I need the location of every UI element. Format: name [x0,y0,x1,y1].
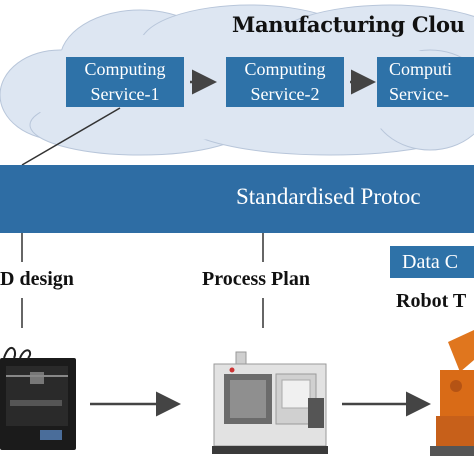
industrial-robot-icon [430,330,474,456]
service-1-line2: Service-1 [90,84,160,104]
connector-service1-band [21,107,121,166]
design-label: D design [0,268,74,290]
cnc-machine-icon [212,351,328,454]
protocol-band [0,165,474,233]
service-2-line1: Computing [244,59,326,79]
service-2-line2: Service-2 [250,84,320,104]
process-plan-label: Process Plan [202,268,310,290]
computing-service-2: Computing Service-2 [226,57,344,107]
service-3-line2: Service- [389,84,449,104]
computing-service-1: Computing Service-1 [66,57,184,107]
data-box: Data C [390,246,474,278]
service-3-line1: Computi [389,59,453,79]
computing-service-3: Computi Service- [377,57,474,107]
service-1-line1: Computing [84,59,166,79]
cloud-title: Manufacturing Clou [232,12,465,37]
3d-printer-icon [0,346,76,450]
protocol-band-label: Standardised Protoc [236,184,421,209]
robot-label: Robot T [396,290,467,312]
